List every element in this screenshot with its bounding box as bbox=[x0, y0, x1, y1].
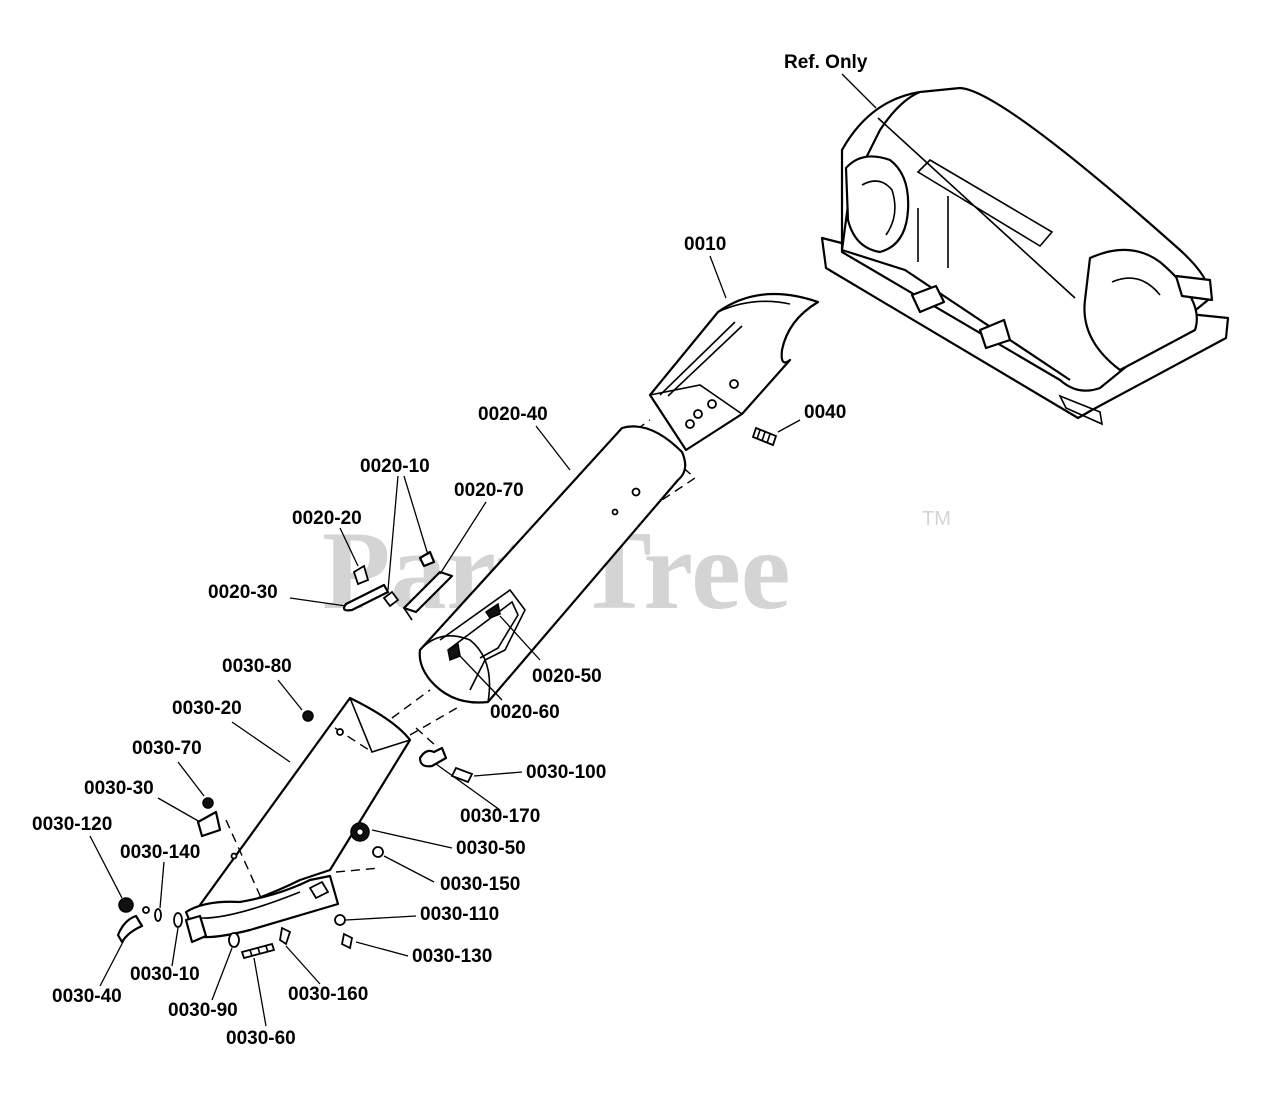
lower-chute-0030-20 bbox=[184, 696, 412, 944]
label-0020-50: 0020-50 bbox=[532, 666, 602, 687]
label-0030-40: 0030-40 bbox=[52, 986, 122, 1007]
label-0030-100: 0030-100 bbox=[526, 762, 606, 783]
label-0020-30: 0020-30 bbox=[208, 582, 278, 603]
label-0020-70: 0020-70 bbox=[454, 480, 524, 501]
label-ref-only: Ref. Only bbox=[784, 52, 868, 73]
label-0030-160: 0030-160 bbox=[288, 984, 368, 1005]
label-0030-10: 0030-10 bbox=[130, 964, 200, 985]
label-0030-120: 0030-120 bbox=[32, 814, 112, 835]
label-0030-80: 0030-80 bbox=[222, 656, 292, 677]
label-0020-40: 0020-40 bbox=[478, 404, 548, 425]
label-0030-90: 0030-90 bbox=[168, 1000, 238, 1021]
label-0030-170: 0030-170 bbox=[460, 806, 540, 827]
label-0020-10: 0020-10 bbox=[360, 456, 430, 477]
label-0020-60: 0020-60 bbox=[490, 702, 560, 723]
label-0030-30: 0030-30 bbox=[84, 778, 154, 799]
label-0030-130: 0030-130 bbox=[412, 946, 492, 967]
bolt-0040 bbox=[751, 426, 778, 447]
label-0030-70: 0030-70 bbox=[132, 738, 202, 759]
trademark-symbol: TM bbox=[922, 508, 951, 530]
chute-hardware-0030 bbox=[116, 710, 474, 960]
part-labels: Ref. Only 0010 0040 0020-40 0020-10 0020… bbox=[32, 52, 868, 1049]
label-0030-110: 0030-110 bbox=[420, 904, 499, 925]
label-0030-60: 0030-60 bbox=[226, 1028, 296, 1049]
label-0040: 0040 bbox=[804, 402, 846, 423]
label-0030-140: 0030-140 bbox=[120, 842, 200, 863]
reference-housing bbox=[820, 86, 1230, 426]
label-0030-20: 0030-20 bbox=[172, 698, 242, 719]
label-0010: 0010 bbox=[684, 234, 726, 255]
chute-deflector-0010 bbox=[648, 292, 820, 452]
bracket-hardware-0020 bbox=[342, 550, 454, 621]
label-0020-20: 0020-20 bbox=[292, 508, 362, 529]
label-0030-50: 0030-50 bbox=[456, 838, 526, 859]
label-0030-150: 0030-150 bbox=[440, 874, 520, 895]
leader-lines bbox=[89, 73, 877, 1027]
chute-tube-0020-40 bbox=[418, 425, 687, 704]
